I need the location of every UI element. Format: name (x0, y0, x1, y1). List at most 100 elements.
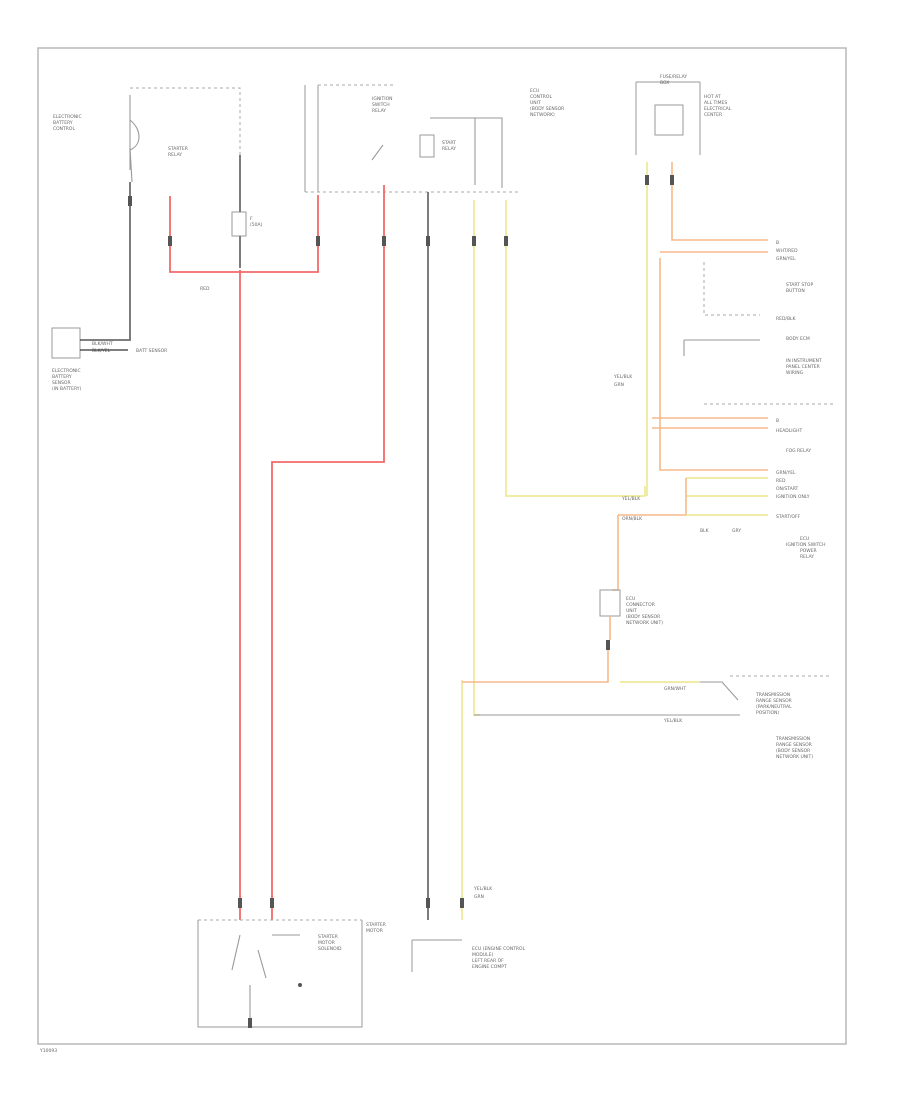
battery-sensor-label-3: (IN BATTERY) (52, 386, 82, 392)
rb6-1: HEADLIGHT (776, 428, 802, 434)
fuse-relay-box: FUSE/RELAY BOX HOT AT ALL TIMES ELECTRIC… (635, 74, 732, 155)
trans-sub-3: NETWORK UNIT) (776, 754, 813, 760)
starter-label-2: SOLENOID (318, 946, 342, 952)
battery-sensor-label-1: BATTERY (52, 374, 72, 380)
mid-device-2: UNIT (626, 608, 637, 614)
wire-right-orange-1 (671, 162, 768, 241)
trans-switch-1: RANGE SENSOR (756, 698, 792, 704)
rb2-0: START STOP (786, 282, 813, 288)
rb2-1: BUTTON (786, 288, 805, 294)
wire-red-loop (169, 195, 319, 273)
rb7-3: IGNITION ONLY (776, 494, 810, 500)
wire-battery-sensor (128, 182, 131, 341)
starter-side-1: MOTOR (366, 928, 383, 934)
fuse-box-side-1: ALL TIMES (704, 100, 727, 106)
mid-tag-3: ORN/BLK (622, 516, 643, 522)
ecu-title-1: CONTROL (530, 94, 552, 100)
starter-label-1: MOTOR (318, 940, 335, 946)
battery-sensor-wire-2: BATT SENSOR (136, 348, 167, 354)
trans-wire-1: YEL/BLK (663, 718, 683, 724)
bottom-ecu-2: LEFT REAR OF (472, 958, 504, 964)
fuse-box-side-2: ELECTRICAL (704, 106, 732, 112)
rb9-2: POWER (800, 548, 817, 554)
rb7-0: GRN/YEL (776, 470, 796, 476)
mid-tag-5: GRY (732, 528, 741, 534)
battery-control-label-2: CONTROL (53, 126, 75, 132)
fuse-50a-icon (231, 211, 247, 237)
battery-sensor-wire-1: BLK/YEL (92, 348, 111, 354)
trans-switch-2: (PARK/NEUTRAL (756, 704, 792, 710)
bottom-ecu-0: ECU (ENGINE CONTROL (472, 946, 526, 952)
wire-red-starter-b (271, 185, 385, 920)
start-relay-label-0: START (442, 140, 456, 146)
red-wire-tag: RED (200, 286, 210, 292)
rb1-0: B (776, 240, 779, 246)
battery-sensor-label-0: ELECTRONIC (52, 368, 81, 374)
wire-yellow-b (505, 200, 646, 497)
fuse-box-side-3: CENTER (704, 112, 722, 118)
mid-tag-1: GRN (614, 382, 624, 388)
battery-sensor-wire-0: BLK/WHT (92, 341, 113, 347)
battery-sensor-label-2: SENSOR (52, 380, 71, 386)
mid-device-0: ECU (626, 596, 635, 602)
transmission-range-switch: GRN/WHT YEL/BLK TRANSMISSION RANGE SENSO… (474, 675, 830, 760)
trans-switch-3: POSITION) (756, 710, 779, 716)
right-connector-blocks: B WHT/RED GRN/YEL START STOP BUTTON RED/… (613, 240, 834, 560)
starter-relay-block: ELECTRONIC BATTERY CONTROL STARTER RELAY… (53, 87, 263, 237)
ignition-switch-label-1: SWITCH (372, 102, 390, 108)
battery-sensor-box (51, 327, 81, 359)
rb6-0: B (776, 418, 779, 424)
start-relay-icon (419, 134, 435, 158)
bottom-ecu-tag-0: YEL/BLK (473, 886, 493, 892)
bottom-ecu-tag-1: GRN (474, 894, 484, 900)
battery-sensor: ELECTRONIC BATTERY SENSOR (IN BATTERY) B… (51, 327, 167, 392)
ignition-switch-contact-icon (371, 144, 384, 161)
start-relay-label-1: RELAY (442, 146, 456, 152)
wire-orange-d (462, 640, 609, 683)
mid-device-1: CONNECTOR (626, 602, 655, 608)
trans-sub-0: TRANSMISSION (775, 736, 810, 742)
connector-unit-icon (599, 589, 621, 617)
rb6-2: FOG RELAY (786, 448, 811, 454)
bottom-ecu: ECU (ENGINE CONTROL MODULE) LEFT REAR OF… (411, 886, 526, 972)
wire-yellow-a (473, 200, 480, 716)
bottom-ecu-3: ENGINE COMPT (472, 964, 507, 970)
trans-wire-0: GRN/WHT (664, 686, 686, 692)
mid-device-3: (BODY SENSOR (626, 614, 660, 620)
mid-tag-2: YEL/BLK (621, 496, 641, 502)
starter-label-0: STARTER (318, 934, 338, 940)
rb5-0: IN INSTRUMENT (786, 358, 822, 364)
starter-side-0: STARTER (366, 922, 386, 928)
rb1-2: GRN/YEL (776, 256, 796, 262)
rb7-1: RED (776, 478, 786, 484)
starter-motor: STARTER MOTOR SOLENOID STARTER MOTOR (197, 919, 386, 1028)
diagram-frame (37, 47, 847, 1045)
starter-relay-label-0: STARTER (168, 146, 188, 152)
rb1-1: WHT/RED (776, 248, 798, 254)
mid-tag-0: YEL/BLK (613, 374, 633, 380)
fuse-relay-element-icon (654, 104, 684, 136)
fuse-box-label-0: FUSE/RELAY (660, 74, 687, 80)
rb9-0: ECU (800, 536, 809, 542)
rb5-2: WIRING (786, 370, 804, 376)
middle-connector-unit: ECU CONNECTOR UNIT (BODY SENSOR NETWORK … (599, 589, 663, 640)
ecu-title-3: (BODY SENSOR (530, 106, 564, 112)
fuse-label-1: (50A) (250, 222, 263, 228)
wire-right-orange-6 (612, 515, 619, 591)
rb9-1: IGNITION SWITCH (786, 542, 826, 548)
bottom-ecu-1: MODULE) (472, 952, 494, 958)
mid-device-4: NETWORK UNIT) (626, 620, 663, 626)
mid-tag-4: BLK (700, 528, 710, 534)
ecu-title-2: UNIT (530, 100, 541, 106)
trans-sub-1: RANGE SENSOR (776, 742, 812, 748)
ecu-title-4: NETWORK) (530, 112, 555, 118)
trans-switch-0: TRANSMISSION (755, 692, 790, 698)
fuse-box-side-0: HOT AT (704, 94, 721, 100)
rb8-0: START/OFF (776, 514, 801, 520)
fuse-box-label-1: BOX (660, 80, 669, 86)
battery-control-label-1: BATTERY (53, 120, 73, 126)
connector-ticks (128, 175, 674, 1028)
fuse-label-0: F (250, 216, 253, 222)
rb7-2: ON/START (776, 486, 799, 492)
